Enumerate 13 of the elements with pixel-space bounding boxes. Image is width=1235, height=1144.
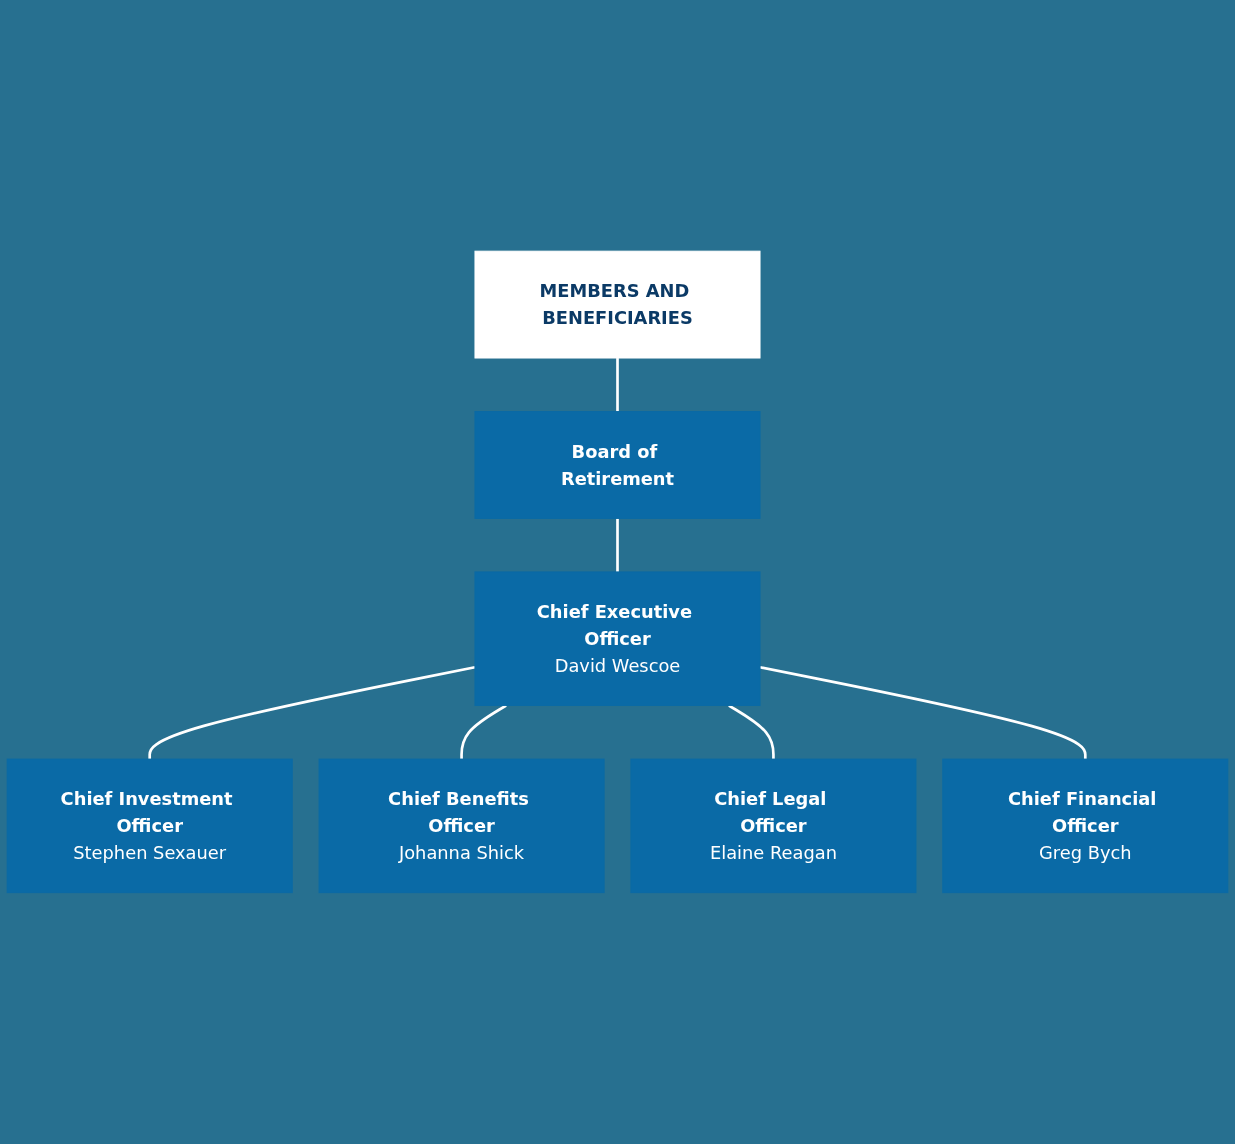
node-box: Chief Financial Officer Greg Bych <box>942 758 1229 894</box>
node-box: MEMBERS AND BENEFICIARIES <box>474 250 761 359</box>
connector <box>616 358 619 412</box>
node-box: Chief Legal Officer Elaine Reagan <box>630 758 917 894</box>
node-box: Chief Benefits Officer Johanna Shick <box>318 758 605 894</box>
connector <box>616 518 619 572</box>
node-box: Chief Executive Officer David Wescoe <box>474 571 761 707</box>
connector <box>759 666 1087 760</box>
connector <box>460 704 507 760</box>
connector <box>148 666 476 760</box>
connector <box>728 704 775 760</box>
node-box: Board of Retirement <box>474 411 761 519</box>
node-box: Chief Investment Officer Stephen Sexauer <box>6 758 293 894</box>
